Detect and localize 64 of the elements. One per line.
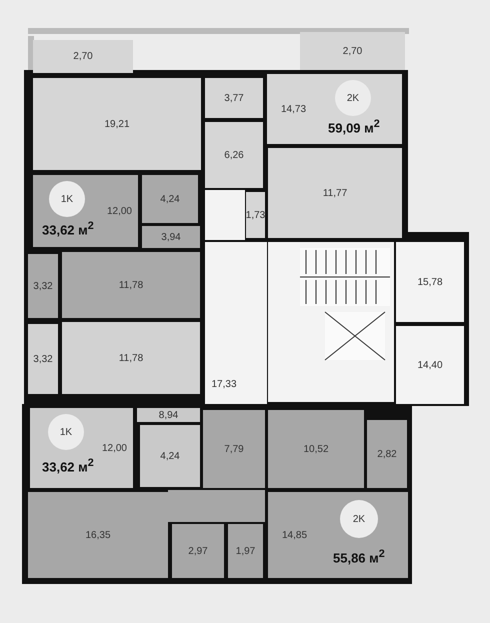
area-value: 4,24 [160,194,180,204]
room-area [396,326,464,404]
room-area [203,410,265,488]
apartment-type-badge: 2K [340,500,378,538]
room-area [396,242,464,322]
area-value: 3,32 [33,280,53,292]
apartment-total-area: 33,62 м$^{2}$ [42,457,94,474]
apartment-total-area: 33,62 м$^{2}$ [42,220,94,238]
area-value: 8,94 [158,410,178,420]
room-area [137,408,200,422]
room-area [33,175,138,247]
room-area [205,242,243,404]
area-value: 2,70 [342,46,362,56]
area-value: 11,78 [118,280,144,290]
room-area [28,324,58,394]
area-value: 2,70 [73,51,93,62]
room-area [140,425,200,487]
area-value: 14,73 [281,104,306,114]
area-value: 14,85 [282,530,308,540]
apartment-type-badge: 1K [48,414,84,450]
room-area [228,524,263,578]
room-area [62,252,200,318]
room-area [268,148,402,238]
area-value: 1,97 [236,546,256,556]
area-value: 4,24 [160,450,180,462]
room-area [172,524,224,578]
room-area [367,420,407,488]
room-area [142,175,198,223]
area-value: 12,00 [102,442,127,454]
room-area [300,32,405,70]
area-value: 11,78 [118,352,144,364]
room-area [33,40,133,73]
area-value: 12,00 [106,206,132,216]
area-value: 2,97 [188,546,208,556]
area-value: 19,21 [104,118,130,130]
apartment-type-badge: 2K [335,80,371,116]
area-value: 14,40 [417,360,443,370]
room-area [268,492,408,578]
area-value: 10,52 [303,444,329,454]
area-value: 15,78 [417,276,443,288]
apartment-type-badge: 1K [49,181,85,217]
area-value: 16,35 [85,530,111,540]
room-area [33,78,201,170]
room-area [28,492,168,578]
room-area [142,226,200,248]
room-area [30,408,133,488]
room-area [267,74,402,144]
area-value: 7,79 [224,444,244,454]
area-value: 17,33 [211,379,237,390]
room-area [246,192,265,238]
room-area [205,122,263,188]
area-value: 11,77 [322,188,348,198]
apartment-total-area: 55,86 м$^{2}$ [333,548,385,566]
area-value: 3,94 [161,232,181,242]
room-area [28,254,58,318]
area-value: 3,32 [33,354,53,364]
area-value: 2,82 [377,448,397,460]
area-value: 3,77 [224,92,244,104]
room-area [62,322,200,394]
area-value: 1,73 [246,210,266,220]
room-area [268,410,364,488]
room-area [205,78,263,118]
apartment-total-area: 59,09 м$^{2}$ [328,118,380,136]
area-value: 6,26 [224,150,244,160]
